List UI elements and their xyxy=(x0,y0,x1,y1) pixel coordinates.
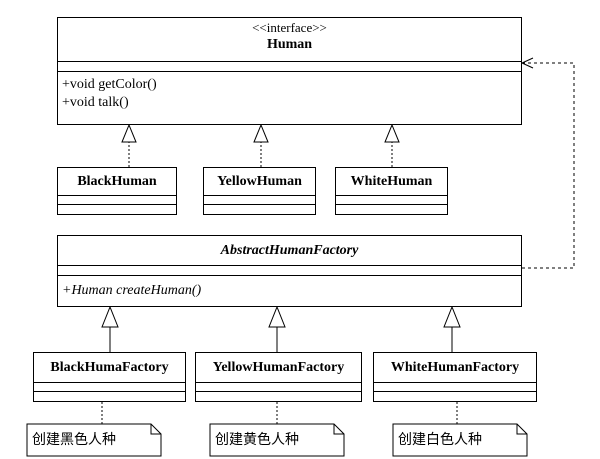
operations-compartment xyxy=(58,205,176,214)
operations-compartment xyxy=(196,392,361,401)
class-name: WhiteHumanFactory xyxy=(374,353,536,383)
operations-compartment xyxy=(34,392,185,401)
note-create-yellow: 创建黄色人种 xyxy=(215,432,299,448)
note-shape-black xyxy=(26,423,162,457)
realization-black-human xyxy=(121,123,137,167)
realization-yellow-human xyxy=(253,123,269,167)
attributes-compartment xyxy=(58,266,521,276)
generalization-yellow-factory xyxy=(268,305,286,352)
stereotype-label: <<interface>> xyxy=(252,20,327,35)
attributes-compartment xyxy=(374,383,536,392)
human-interface-class[interactable]: <<interface>> Human +void getColor() +vo… xyxy=(57,17,522,125)
class-name: AbstractHumanFactory xyxy=(58,236,521,266)
black-human-class[interactable]: BlackHuman xyxy=(57,167,177,215)
attributes-compartment xyxy=(336,196,447,205)
yellow-human-factory-class[interactable]: YellowHumanFactory xyxy=(195,352,362,402)
attributes-compartment xyxy=(204,196,315,205)
realization-white-human xyxy=(384,123,400,167)
class-name: BlackHuman xyxy=(58,168,176,196)
operations-compartment: +void getColor() +void talk() xyxy=(58,72,521,112)
generalization-black-factory xyxy=(101,305,119,352)
class-name: YellowHuman xyxy=(204,168,315,196)
dependency-factory-to-human xyxy=(520,57,575,269)
operations-compartment xyxy=(336,205,447,214)
white-human-class[interactable]: WhiteHuman xyxy=(335,167,448,215)
note-shape-yellow xyxy=(209,423,345,457)
note-shape-white xyxy=(392,423,528,457)
generalization-white-factory xyxy=(443,305,461,352)
note-create-black: 创建黑色人种 xyxy=(32,432,116,448)
operation-create-human: +Human createHuman() xyxy=(62,283,202,298)
yellow-human-class[interactable]: YellowHuman xyxy=(203,167,316,215)
operations-compartment xyxy=(204,205,315,214)
attributes-compartment xyxy=(196,383,361,392)
operation-get-color: +void getColor() xyxy=(62,77,157,92)
operations-compartment xyxy=(374,392,536,401)
white-human-factory-class[interactable]: WhiteHumanFactory xyxy=(373,352,537,402)
abstract-human-factory-class[interactable]: AbstractHumanFactory +Human createHuman(… xyxy=(57,235,522,307)
class-name: BlackHumaFactory xyxy=(34,353,185,383)
attributes-compartment xyxy=(58,62,521,72)
operation-talk: +void talk() xyxy=(62,95,129,110)
attributes-compartment xyxy=(58,196,176,205)
black-human-factory-class[interactable]: BlackHumaFactory xyxy=(33,352,186,402)
attributes-compartment xyxy=(34,383,185,392)
class-name: Human xyxy=(266,37,313,52)
note-create-white: 创建白色人种 xyxy=(398,432,482,448)
class-name: YellowHumanFactory xyxy=(196,353,361,383)
class-name: WhiteHuman xyxy=(336,168,447,196)
class-header: <<interface>> Human xyxy=(58,18,521,62)
